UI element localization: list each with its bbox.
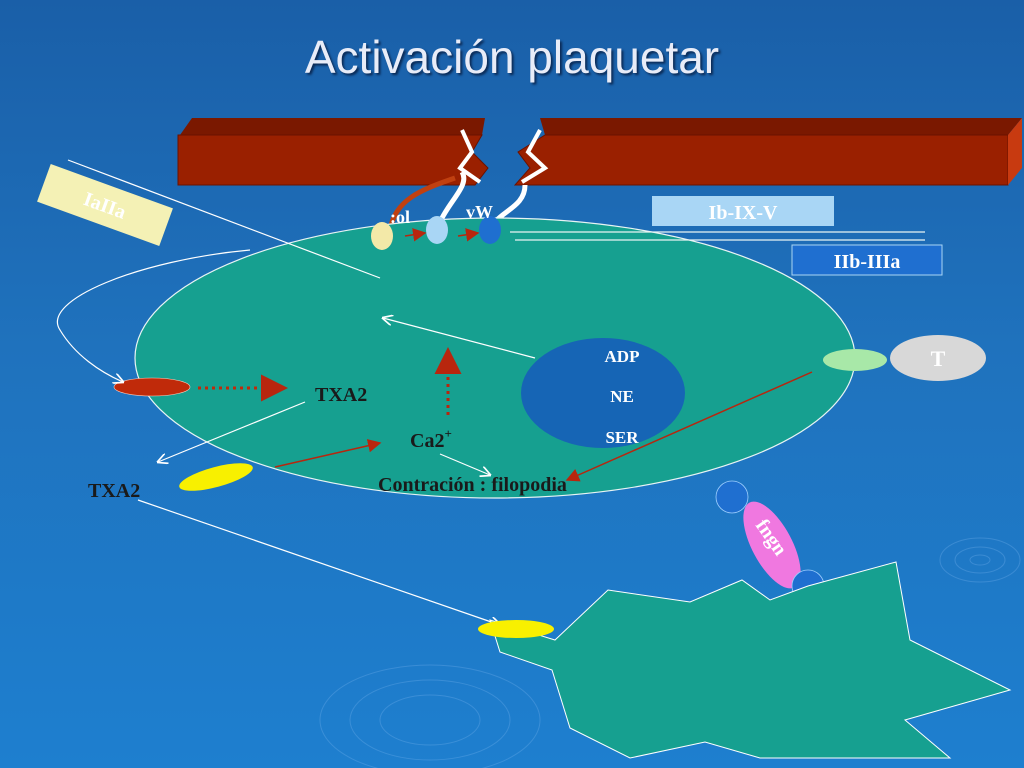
- ialla-box: [37, 163, 173, 247]
- ib-ix-v-box: [652, 196, 834, 226]
- txa2-to-platelet-arrow: [137, 499, 500, 625]
- ca-to-contraction-arrow: [439, 453, 490, 475]
- t-to-contraction-arrow: [565, 371, 813, 482]
- thrombin-t: [890, 335, 986, 381]
- activated-platelet: [489, 561, 1012, 759]
- granule-release-arrow: [383, 318, 536, 359]
- red-arrow-vw: [457, 228, 480, 242]
- receptor-lines: [510, 231, 925, 241]
- ca2-text: Ca2: [410, 430, 444, 452]
- yellow-receptor-platelet: [478, 620, 554, 638]
- platelet-cell: [134, 217, 856, 499]
- ser-label: SER: [605, 428, 639, 447]
- ib-ix-v-label: Ib-IX-V: [709, 202, 778, 224]
- vw-receptor-dark: [479, 216, 501, 244]
- thrombin-receptor: [823, 349, 887, 371]
- col-label: :ol: [390, 207, 410, 227]
- vw-label: vW: [466, 202, 493, 222]
- red-arrow-col: [404, 228, 427, 242]
- col-receptor: [371, 222, 393, 250]
- yellow-to-ca-arrow: [274, 439, 382, 468]
- background-ripples: [319, 537, 1021, 768]
- slide-title: Activación plaquetar: [304, 31, 720, 83]
- iib-iiia-label: IIb-IIIa: [834, 251, 901, 273]
- fngn-link: [743, 501, 801, 589]
- ne-label: NE: [610, 387, 634, 406]
- txa2-out-arrow: [158, 401, 306, 462]
- dense-granule: [521, 338, 685, 448]
- ialla-connector: [67, 159, 381, 279]
- fibrinogen-bridge: fngn: [715, 480, 825, 603]
- vessel-wall: [177, 118, 1022, 186]
- contraction-label: Contración : filopodia: [378, 474, 567, 496]
- txa2-inside-label: TXA2: [315, 384, 367, 406]
- txa2-receptor: [113, 377, 191, 397]
- yellow-receptor-cell: [179, 463, 253, 491]
- iib-iiia-box: [791, 244, 943, 276]
- ca2-label: Ca2+: [410, 426, 452, 452]
- vw-receptor-light: [426, 216, 448, 244]
- fngn-top-node: [715, 480, 749, 514]
- ialla-label-group: IaIIa: [37, 163, 173, 247]
- adp-label: ADP: [605, 347, 640, 366]
- feedback-loop-arrow: [57, 249, 251, 382]
- t-label: T: [931, 346, 946, 371]
- txa2-outside-label: TXA2: [88, 480, 140, 502]
- ca2-superscript: +: [444, 426, 451, 441]
